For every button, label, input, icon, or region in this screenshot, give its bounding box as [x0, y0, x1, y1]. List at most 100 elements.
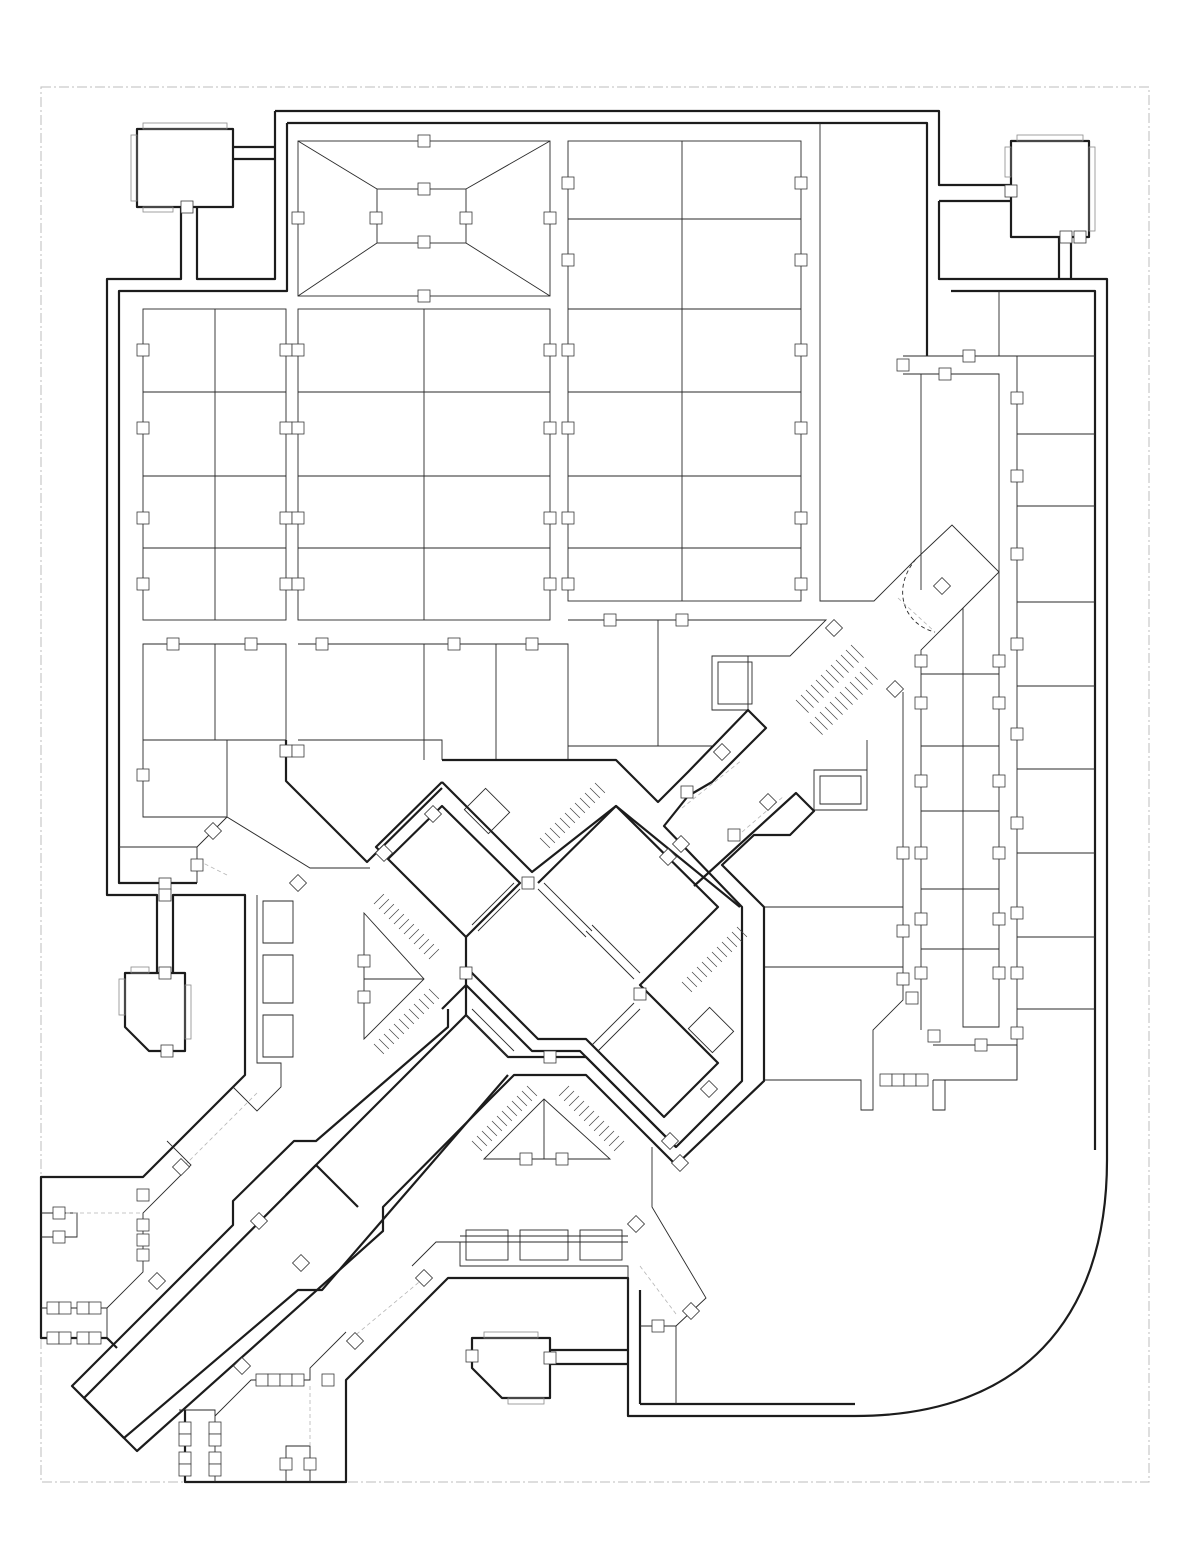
fixture-marker	[992, 774, 1006, 788]
stair-rung	[413, 1003, 425, 1015]
fixture-marker-rotated	[232, 1356, 252, 1376]
fixture-marker	[896, 358, 910, 372]
fixture-marker	[1010, 816, 1024, 830]
stair-rung	[549, 827, 561, 839]
fixture-marker	[180, 200, 194, 214]
fixture-marker	[561, 253, 575, 267]
stair-rung	[829, 701, 843, 715]
fixture-marker	[447, 637, 461, 651]
stair-rung	[413, 933, 425, 945]
fixture-marker	[178, 1451, 192, 1465]
fixture-marker	[279, 511, 293, 525]
fixture-marker	[136, 1248, 150, 1262]
fixture-marker	[291, 1373, 305, 1387]
fixture-marker	[136, 1218, 150, 1232]
fixture-marker	[158, 888, 172, 902]
fixture-marker	[417, 289, 431, 303]
stair-rung	[844, 686, 858, 700]
stair-rung	[428, 988, 440, 1000]
fixture-marker	[208, 1463, 222, 1477]
fixture-marker	[992, 696, 1006, 710]
fixture-marker	[136, 768, 150, 782]
stair-rung	[820, 674, 834, 688]
fixture-marker	[158, 877, 172, 891]
fixture-marker	[52, 1230, 66, 1244]
fixture-marker	[794, 343, 808, 357]
stair-rung	[398, 1018, 410, 1030]
fixture-marker	[561, 421, 575, 435]
fixture-marker-rotated	[660, 1131, 680, 1151]
stair-rung	[850, 644, 864, 658]
fixture-marker	[896, 972, 910, 986]
fixture-marker	[208, 1421, 222, 1435]
stair-rung	[598, 1125, 610, 1137]
stair-rung	[393, 1023, 405, 1035]
fixture-marker	[208, 1451, 222, 1465]
fixture-marker	[521, 876, 535, 890]
fixture-marker	[903, 1073, 917, 1087]
fixture-marker-rotated	[758, 792, 778, 812]
stair-rung	[516, 1095, 528, 1107]
stair-rung	[388, 1028, 400, 1040]
stair-rung	[814, 716, 828, 730]
fixture-marker	[291, 577, 305, 591]
fixture-marker	[315, 637, 329, 651]
drawing-frame	[40, 86, 1150, 1483]
fixture-marker	[158, 966, 172, 980]
fixture-marker	[675, 613, 689, 627]
stair-rung	[511, 1100, 523, 1112]
fixture-marker-rotated	[171, 1157, 191, 1177]
stair-rung	[388, 908, 400, 920]
stair-rung	[613, 1140, 625, 1152]
fixture-marker	[279, 421, 293, 435]
fixture-marker-rotated	[203, 821, 223, 841]
fixture-marker	[914, 846, 928, 860]
fixture-marker	[1059, 230, 1073, 244]
fixture-marker	[279, 1457, 293, 1471]
stair-rung	[378, 898, 390, 910]
fixture-marker	[915, 1073, 929, 1087]
fixture-marker	[905, 991, 919, 1005]
stair-rung	[721, 941, 733, 953]
fixture-marker-rotated	[932, 576, 952, 596]
fixture-markers	[46, 134, 1087, 1477]
fixture-marker-rotated	[658, 847, 678, 867]
stair-rung	[819, 711, 833, 725]
fixture-marker	[914, 966, 928, 980]
stair-rung	[800, 694, 814, 708]
stair-rung	[564, 812, 576, 824]
annex-room-bottom	[470, 1331, 628, 1405]
grid-room-top-right	[567, 123, 1000, 1030]
fixture-marker	[465, 1349, 479, 1363]
fixture-marker	[914, 654, 928, 668]
fixture-marker	[279, 343, 293, 357]
fixture-marker	[914, 774, 928, 788]
central-hub	[70, 708, 816, 1453]
fixture-marker	[543, 1351, 557, 1365]
fixture-marker	[291, 211, 305, 225]
fixture-marker-rotated	[681, 1301, 701, 1321]
stair-rung	[578, 1105, 590, 1117]
fixture-marker	[417, 182, 431, 196]
fixture-marker	[136, 1188, 150, 1202]
fixture-marker	[1010, 637, 1024, 651]
stair-rung	[383, 1033, 395, 1045]
guide-lines	[681, 597, 936, 833]
stair-rung	[568, 1095, 580, 1107]
stair-rung	[423, 993, 435, 1005]
stair-rung	[825, 669, 839, 683]
fixture-marker	[1010, 391, 1024, 405]
fixture-marker	[166, 637, 180, 651]
stair-rung	[486, 1125, 498, 1137]
stair-rung	[809, 721, 823, 735]
stair-rung	[805, 689, 819, 703]
fixture-marker-rotated	[670, 1153, 690, 1173]
stair-rung	[573, 1100, 585, 1112]
stair-rung	[835, 659, 849, 673]
fixture-marker	[136, 577, 150, 591]
fixture-marker	[794, 253, 808, 267]
fixture-marker	[879, 1073, 893, 1087]
fixture-marker-rotated	[699, 1079, 719, 1099]
stair-rung	[398, 918, 410, 930]
